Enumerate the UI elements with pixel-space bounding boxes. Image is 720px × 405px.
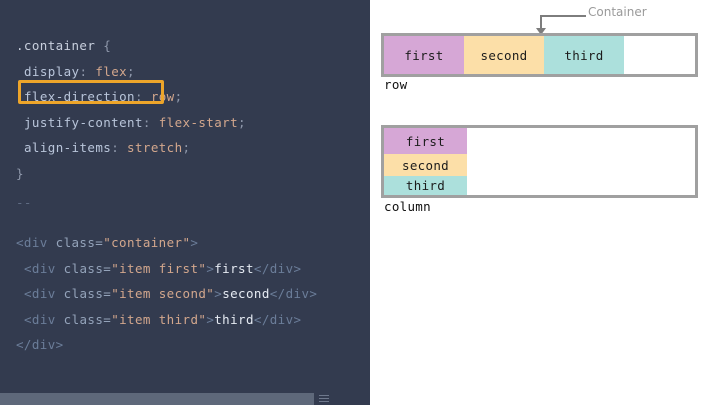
column-item-third: third [384,176,467,195]
html-token: </div> [253,311,302,327]
css-token [95,38,103,53]
scrollbar-thumb[interactable] [0,393,314,405]
html-token: <div [16,235,56,250]
html-line-2[interactable]: <div class="item second">second</div> [24,287,317,301]
html-token: </div> [269,286,318,301]
css-token: : [111,140,128,155]
css-token: row [150,89,175,104]
css-line-5[interactable]: } [16,165,24,181]
css-line-0[interactable]: .container { [16,39,111,53]
html-token: class= [63,311,112,327]
resize-grip-icon[interactable] [317,393,331,405]
css-token: { [103,38,112,53]
html-token: > [214,286,223,301]
css-token: align-items [24,140,112,155]
css-token: justify-content [24,114,143,130]
row-item-third: third [544,36,624,74]
html-line-4[interactable]: </div> [16,338,64,352]
html-token: > [190,235,199,250]
html-token: > [206,260,215,276]
column-item-second: second [384,154,467,176]
html-line-3[interactable]: <div class="item third">third</div> [24,311,302,327]
html-token: <div [24,311,64,327]
code-editor-panel[interactable]: .container {display: flex;flex-direction… [0,0,370,405]
row-item-second: second [464,36,544,74]
css-token: stretch [127,140,183,155]
html-token: third [214,311,254,327]
column-mode-label: column [384,199,431,214]
html-token: "item third" [111,311,207,327]
annotation-leader-vertical [540,15,542,30]
css-token: ; [127,63,135,79]
row-item-first: first [384,36,464,74]
html-token: class= [55,235,104,250]
css-token: flex-start [158,114,239,130]
css-line-4[interactable]: align-items: stretch; [24,141,190,155]
column-item-first: first [384,128,467,154]
css-token: : [134,89,151,104]
css-token: ; [182,140,191,155]
html-token: "container" [103,235,191,250]
row-mode-label: row [384,77,408,92]
css-token: flex [95,63,128,79]
css-line-2[interactable]: flex-direction: row; [24,90,183,104]
html-token: </div> [253,260,302,276]
separator-text: -- [16,195,32,210]
css-line-1[interactable]: display: flex; [24,63,135,79]
css-token: : [79,63,96,79]
html-line-0[interactable]: <div class="container"> [16,236,198,250]
annotation-arrow-icon [536,28,546,35]
html-token: </div> [16,337,64,352]
css-token: display [24,63,80,79]
css-line-3[interactable]: justify-content: flex-start; [24,114,246,130]
annotation-leader-horizontal [542,15,586,17]
html-token: <div [24,286,64,301]
html-token: class= [63,286,112,301]
css-token: } [16,165,24,181]
css-token: flex-direction [24,89,135,104]
css-token: .container [16,38,96,53]
html-token: class= [63,260,112,276]
html-token: "item first" [111,260,207,276]
horizontal-scrollbar[interactable] [0,392,370,405]
html-token: second [222,286,270,301]
container-annotation-label: Container [588,5,647,19]
html-token: "item second" [111,286,215,301]
css-token: : [142,114,159,130]
css-token: ; [238,114,246,130]
html-token: > [206,311,215,327]
css-token: ; [174,89,183,104]
html-token: first [214,260,254,276]
html-token: <div [24,260,64,276]
html-line-1[interactable]: <div class="item first">first</div> [24,260,302,276]
